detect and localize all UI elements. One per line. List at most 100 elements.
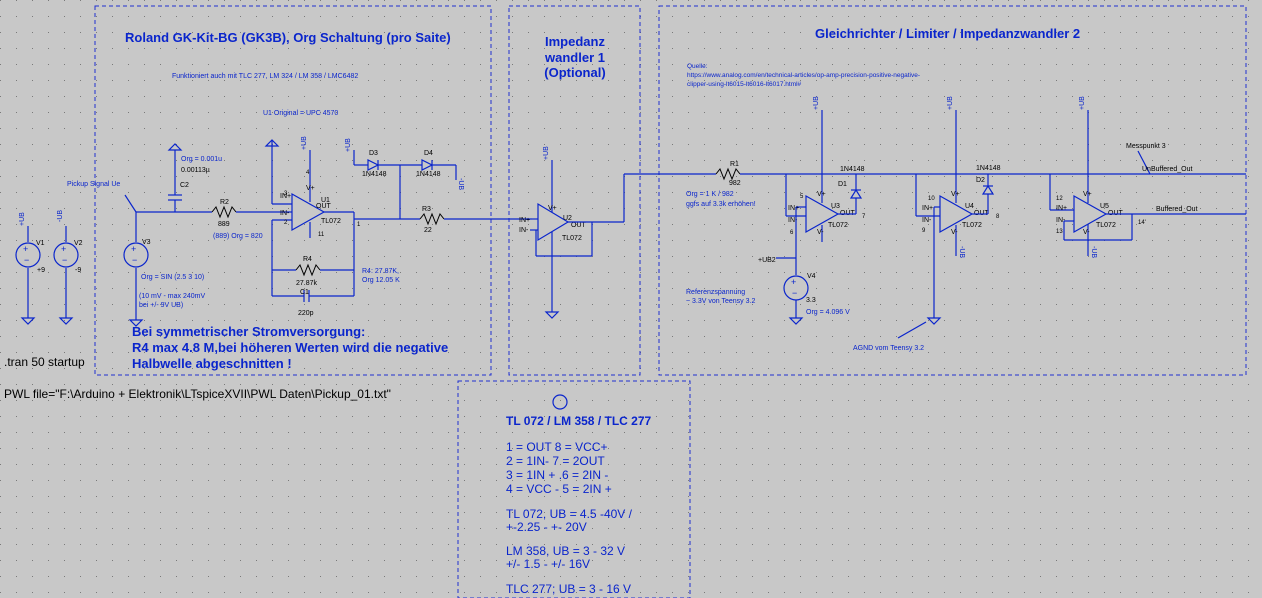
r2-value: 889 <box>218 221 230 228</box>
opamp-u4[interactable] <box>934 110 974 256</box>
u1-pin2: 2 <box>284 220 288 226</box>
title-roland: Roland GK-Kit-BG (GK3B), Org Schaltung (… <box>125 30 451 45</box>
title-gleichrichter: Gleichrichter / Limiter / Impedanzwandle… <box>815 26 1080 41</box>
note-sym-line1: Bei symmetrischer Stromversorgung: <box>132 324 365 339</box>
frame-impedanzwandler-1 <box>508 5 641 376</box>
v4-ground <box>788 317 804 325</box>
note-quelle: Quelle: <box>687 63 708 70</box>
note-sym-line3: Halbwelle abgeschnitten ! <box>132 356 292 371</box>
source-v2[interactable]: + − <box>53 226 79 325</box>
v2-minus-ub-label: -UB <box>57 210 64 222</box>
c1-value: 220p <box>298 310 314 317</box>
source-v4[interactable]: + − <box>783 275 809 301</box>
frame-gleichrichter <box>658 5 1247 376</box>
u1-type: TL072 <box>321 218 341 225</box>
v2-name: V2 <box>74 240 83 247</box>
pickup-pointer <box>124 194 137 213</box>
pinout-line5: TL 072, UB = 4.5 -40V / <box>506 507 633 521</box>
d3-type: 1N4148 <box>362 171 387 178</box>
d1-type: 1N4148 <box>840 166 865 173</box>
u2-in-plus: IN+ <box>519 217 530 224</box>
r4-value: 27.87k <box>296 280 318 287</box>
d3-name: D3 <box>369 150 378 157</box>
opamp-u1[interactable] <box>272 170 326 238</box>
u3-vminus: V- <box>817 229 824 236</box>
svg-text:−: − <box>62 255 67 265</box>
messpunkt-label: Messpunkt 3 <box>1126 143 1166 150</box>
note-sym-line2: R4 max 4.8 M,bei höheren Werten wird die… <box>132 340 448 355</box>
svg-text:−: − <box>132 255 137 265</box>
svg-text:+: + <box>131 244 136 254</box>
opamp-u5[interactable] <box>1064 110 1108 256</box>
r2-note: (889) Org = 820 <box>213 233 263 240</box>
u2-out-label: OUT <box>571 222 587 229</box>
note-url-line2: clipper-using-lt6015-lt6016-lt6017.html# <box>687 81 802 88</box>
pinout-line2: 2 = 1IN- 7 = 2OUT <box>506 454 605 468</box>
d3-plus-ub: +UB <box>345 138 352 152</box>
u3-name: U3 <box>831 203 840 210</box>
u2-type: TL072 <box>562 235 582 242</box>
pinout-line8: +/- 1.5 - +/- 16V <box>506 557 590 571</box>
pinout-marker <box>552 394 568 410</box>
pinout-line1: 1 = OUT 8 = VCC+ <box>506 440 608 454</box>
note-r1-org: Org = 1 K / 982 <box>686 191 734 198</box>
opamp-u2[interactable] <box>530 160 570 312</box>
source-v3[interactable]: + − <box>123 212 149 327</box>
u2-name: U2 <box>563 215 572 222</box>
note-ref-line1: Referenzspannung <box>686 289 745 296</box>
resistor-r2[interactable] <box>211 205 237 219</box>
resistor-r3[interactable] <box>419 212 445 226</box>
u5-plus-ub: +UB <box>1079 96 1086 110</box>
unbuffered-out-label: UnBuffered_Out <box>1142 166 1193 173</box>
u4-name: U4 <box>965 203 974 210</box>
frame-roland <box>94 5 492 376</box>
u5-pin14: 14' <box>1138 220 1146 226</box>
u1-pin4: 4 <box>306 170 310 176</box>
svg-text:+: + <box>23 244 28 254</box>
u5-type: TL072 <box>1096 222 1116 229</box>
pinout-line6: +-2.25 - +- 20V <box>506 520 587 534</box>
v2-value: -9 <box>75 267 81 274</box>
u2-vplus: V+ <box>548 205 557 212</box>
frame-pinout <box>457 380 691 598</box>
u3-pin6: 6 <box>790 230 794 236</box>
u4-in-minus: IN- <box>922 217 932 224</box>
pinout-line3: 3 = 1IN + .6 = 2IN - <box>506 468 608 482</box>
resistor-r4[interactable] <box>295 263 321 277</box>
note-v3-range: (10 mV - max 240mV <box>139 293 205 300</box>
tran-directive[interactable]: .tran 50 startup <box>4 355 85 369</box>
title-imp1-line2: wandler 1 <box>544 50 605 65</box>
d1-name: D1 <box>838 181 847 188</box>
u3-vplus: V+ <box>817 191 826 198</box>
r1-value: 982 <box>729 180 741 187</box>
u1-pin3: 3 <box>284 191 288 197</box>
note-agnd: AGND vom Teensy 3.2 <box>853 345 924 352</box>
source-v1[interactable]: + − <box>15 226 41 325</box>
u4-type: TL072 <box>962 222 982 229</box>
note-r4-value: R4: 27.87K, <box>362 268 399 275</box>
u1-plus-ub: +UB <box>301 136 308 150</box>
u5-vplus: V+ <box>1083 191 1092 198</box>
d2-name: D2 <box>976 177 985 184</box>
d2-type: 1N4148 <box>976 165 1001 172</box>
d4-minus-ub: -UB <box>457 178 464 190</box>
u5-minus-ub: -UB <box>1090 246 1097 258</box>
note-pickup-signal: Pickup Signal Ue <box>67 181 120 188</box>
r1-name: R1 <box>730 161 739 168</box>
c2-name: C2 <box>180 182 189 189</box>
u2-plus-ub: +UB <box>543 146 550 160</box>
note-url-line1: https://www.analog.com/en/technical-arti… <box>687 72 920 79</box>
d4-name: D4 <box>424 150 433 157</box>
pinout-title: TL 072 / LM 358 / TLC 277 <box>506 414 651 428</box>
pinout-line7: LM 358, UB = 3 - 32 V <box>506 544 625 558</box>
pwl-directive[interactable]: PWL file="F:\Arduino + Elektronik\LTspic… <box>4 387 391 401</box>
resistor-r1[interactable] <box>715 167 741 181</box>
title-imp1-line3: (Optional) <box>544 65 605 80</box>
v1-name: V1 <box>36 240 45 247</box>
opamp-u3[interactable] <box>796 110 840 242</box>
r2-name: R2 <box>220 199 229 206</box>
u1-out-label: OUT <box>316 203 332 210</box>
r3-value: 22 <box>424 227 432 234</box>
